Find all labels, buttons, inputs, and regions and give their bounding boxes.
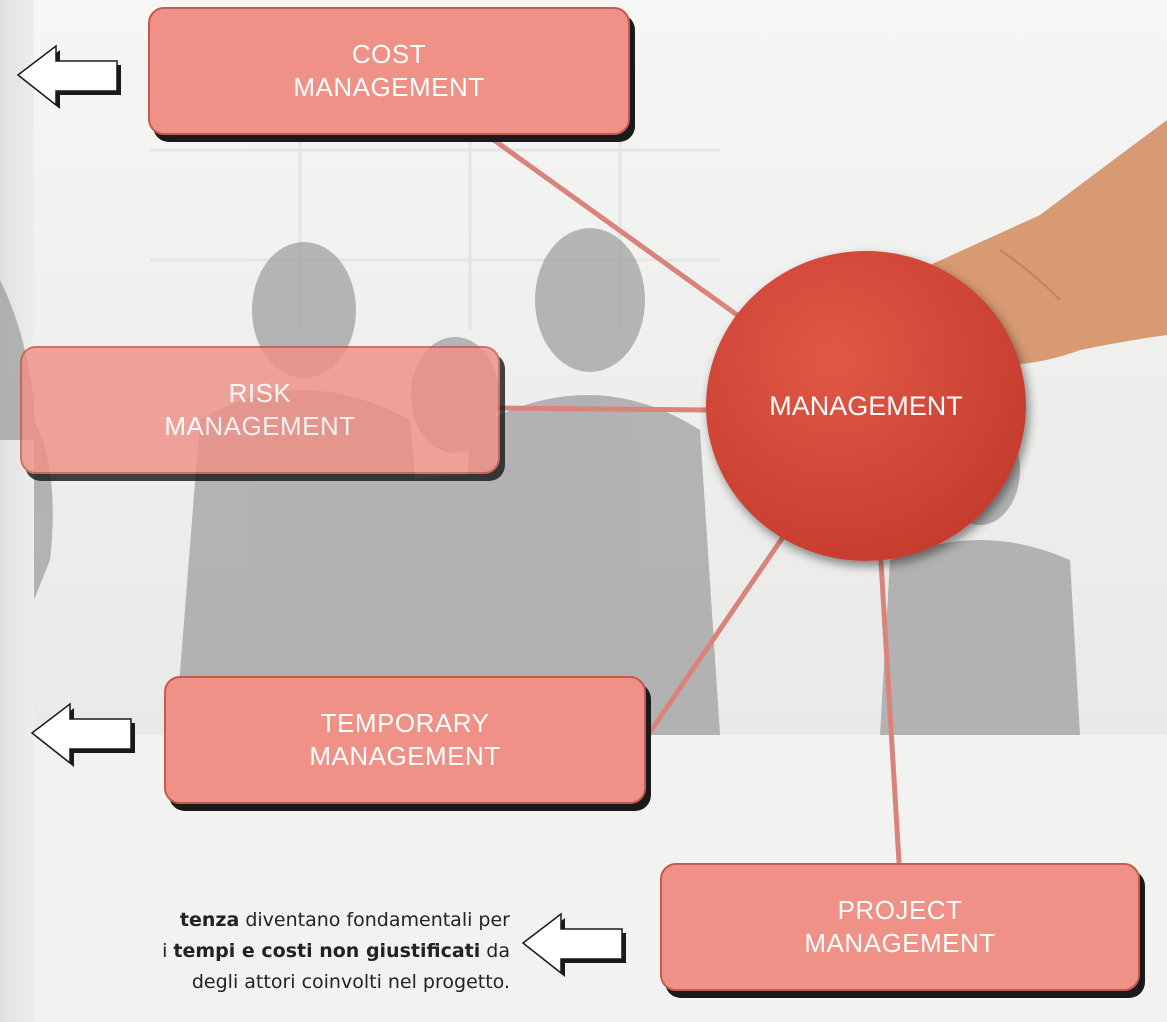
node-line: MANAGEMENT [164,411,356,441]
node-line: COST [351,39,427,69]
node-line: MANAGEMENT [309,741,501,771]
management-hub[interactable]: MANAGEMENT [706,251,1026,561]
node-line: MANAGEMENT [804,928,996,958]
project-management-node[interactable]: PROJECT MANAGEMENT [660,863,1140,991]
node-line: RISK [228,378,292,408]
node-line: MANAGEMENT [293,72,485,102]
left-edge-strip [0,0,34,1022]
left-arrow-icon[interactable] [28,700,138,768]
caption-line: i tempi e costi non giustificati da [162,940,510,962]
cost-management-node[interactable]: COST MANAGEMENT [148,7,630,135]
left-arrow-icon[interactable] [14,42,124,110]
caption-line: degli attori coinvolti nel progetto. [191,971,510,993]
caption-line: tenza diventano fondamentali per [179,909,510,931]
caption-paragraph: tenza diventano fondamentali per i tempi… [0,905,510,998]
risk-management-node[interactable]: RISK MANAGEMENT [20,346,500,474]
node-line: PROJECT [837,895,963,925]
node-line: TEMPORARY [320,708,490,738]
temporary-management-node[interactable]: TEMPORARY MANAGEMENT [164,676,646,804]
left-arrow-icon[interactable] [519,910,629,978]
hub-label: MANAGEMENT [769,390,963,421]
